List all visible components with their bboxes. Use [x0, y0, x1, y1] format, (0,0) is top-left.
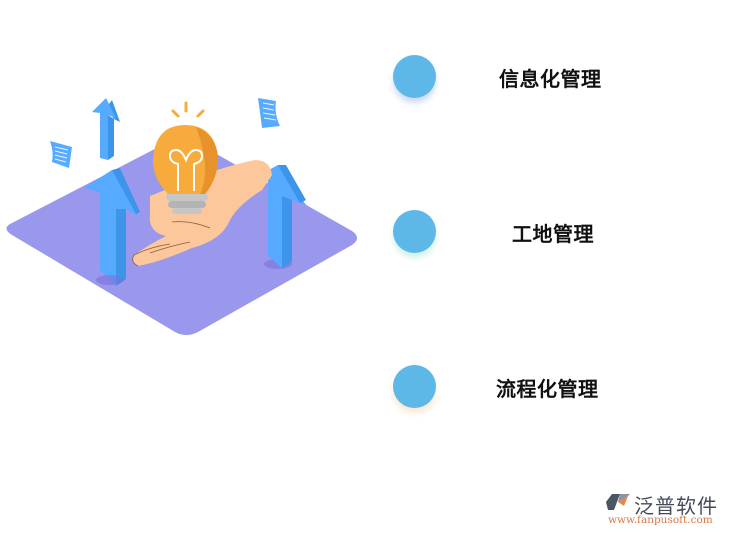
document-icon-left	[50, 141, 72, 168]
lightbulb-icon	[152, 101, 218, 194]
brand-logo: 泛普软件 www.fanpusoft.com	[604, 490, 734, 530]
brand-name: 泛普软件	[634, 494, 718, 518]
feature-label: 信息化管理	[499, 67, 602, 91]
bulb-base	[166, 193, 208, 214]
hero-illustration	[0, 90, 370, 350]
feature-label: 工地管理	[512, 222, 594, 246]
hand-shape	[132, 160, 272, 267]
arrow-up-icon-small	[92, 98, 120, 160]
bullet-dot-icon	[393, 210, 436, 253]
document-icon-right	[258, 98, 280, 128]
bullet-dot-icon	[393, 55, 436, 98]
bullet-dot-icon	[393, 365, 436, 408]
fanpu-logo-icon	[606, 494, 630, 510]
feature-item-site-management: 工地管理	[393, 210, 693, 254]
feature-item-info-management: 信息化管理	[393, 55, 693, 99]
brand-url: www.fanpusoft.com	[608, 514, 713, 526]
feature-label: 流程化管理	[496, 377, 599, 401]
arrow-up-icon-left	[84, 168, 140, 286]
arrow-up-icon-right	[254, 165, 306, 269]
feature-item-process-management: 流程化管理	[393, 365, 693, 409]
